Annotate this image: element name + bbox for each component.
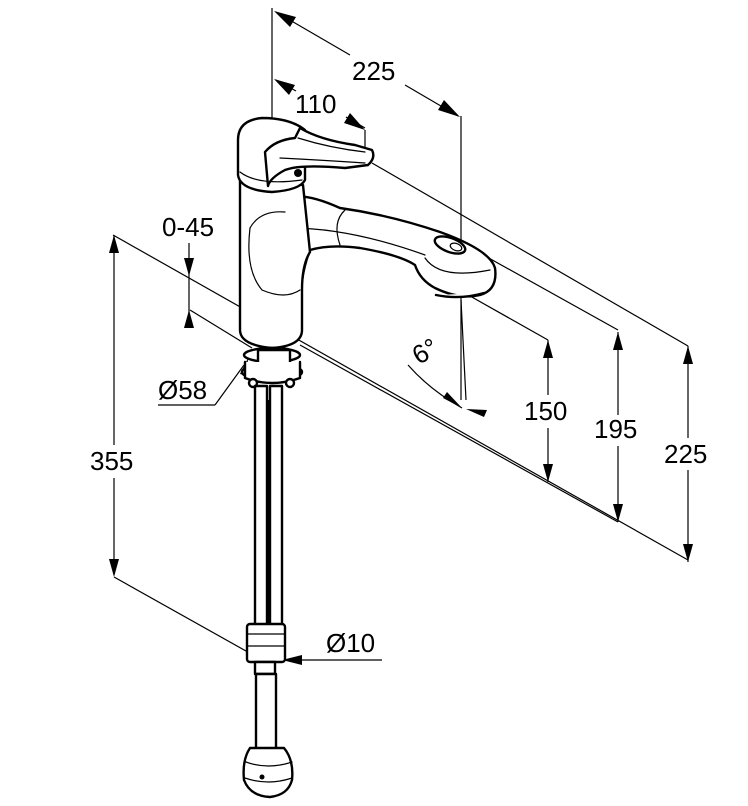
dimension-lines <box>109 8 693 665</box>
dim-base-diameter: Ø58 <box>158 375 207 405</box>
dim-total-height: 225 <box>664 439 707 469</box>
dim-outlet-height: 150 <box>524 396 567 426</box>
dim-lever-reach: 110 <box>295 89 336 119</box>
dim-lever-height: 195 <box>594 414 637 444</box>
faucet-body <box>236 116 497 389</box>
dim-hose-length: 355 <box>90 446 133 476</box>
dim-spray-tilt: 6° <box>407 332 444 370</box>
dim-spout-reach-total: 225 <box>352 56 395 86</box>
dim-swivel-angle: 0-45 <box>162 212 214 242</box>
supply-hose <box>242 384 294 799</box>
dimension-labels: 225 110 0-45 Ø58 6° 150 195 225 355 Ø10 <box>90 56 707 658</box>
dim-hose-diameter: Ø10 <box>326 628 375 658</box>
